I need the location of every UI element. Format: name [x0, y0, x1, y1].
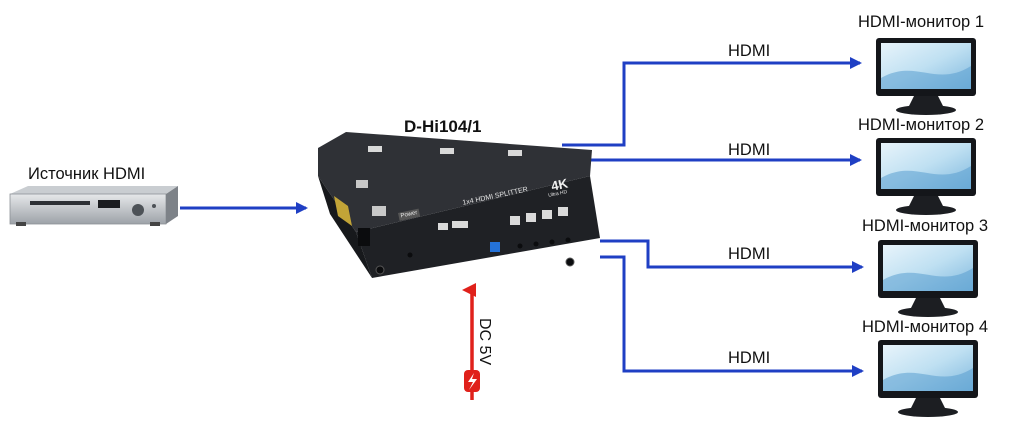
monitor-label-4: HDMI-монитор 4 — [862, 318, 988, 336]
output-cable-label-4: HDMI — [728, 349, 771, 367]
monitor-icon-3 — [878, 240, 978, 317]
dvd-player-icon — [9, 186, 178, 226]
source-label: Источник HDMI — [28, 165, 146, 183]
monitor-label-3: HDMI-монитор 3 — [862, 217, 988, 235]
lightning-icon — [464, 370, 480, 392]
output-cable-label-3: HDMI — [728, 245, 771, 263]
output-cable-label-2: HDMI — [728, 141, 771, 159]
device-title: D-Hi104/1 — [404, 117, 482, 136]
hdmi-splitter-icon — [318, 132, 600, 278]
monitor-icon-1 — [876, 38, 976, 115]
output-cable-label-1: HDMI — [728, 42, 771, 60]
output-cable-1 — [562, 57, 862, 147]
monitor-icon-2 — [876, 138, 976, 215]
monitor-label-1: HDMI-монитор 1 — [858, 13, 984, 31]
monitor-label-2: HDMI-монитор 2 — [858, 116, 984, 134]
monitor-icon-4 — [878, 340, 978, 417]
output-cable-3 — [600, 239, 864, 273]
power-input-label: DC 5V — [476, 318, 493, 366]
output-cable-4 — [600, 255, 864, 377]
